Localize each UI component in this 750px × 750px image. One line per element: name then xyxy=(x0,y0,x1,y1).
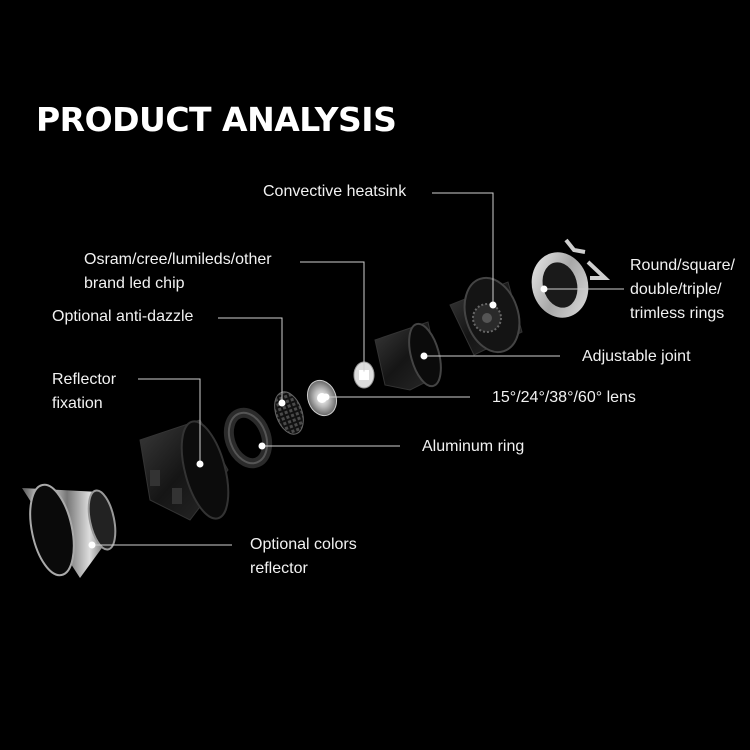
page-title: PRODUCT ANALYSIS xyxy=(36,100,397,139)
dot-antidazzle xyxy=(278,399,286,407)
label-rings-line2: double/triple/ xyxy=(630,281,722,298)
label-heatsink: Convective heatsink xyxy=(263,183,407,200)
trim-ring-part xyxy=(531,238,611,318)
label-rings: Round/square/ double/triple/ trimless ri… xyxy=(630,254,735,326)
heatsink-part xyxy=(449,276,523,356)
leader-heatsink xyxy=(432,192,494,305)
leader-chip xyxy=(300,261,365,375)
label-joint: Adjustable joint xyxy=(582,348,691,365)
dot-joint xyxy=(420,352,428,360)
label-fixation: Reflector fixation xyxy=(52,368,116,416)
dot-lens xyxy=(322,393,330,401)
adjustable-joint-part xyxy=(374,321,442,391)
label-lens: 15°/24°/38°/60° lens xyxy=(492,389,636,406)
label-antidazzle: Optional anti-dazzle xyxy=(52,308,194,325)
aluminum-ring-part xyxy=(223,407,273,469)
label-chip-line2: brand led chip xyxy=(84,275,185,292)
label-reflector-line2: reflector xyxy=(250,560,308,577)
label-reflector-line1: Optional colors xyxy=(250,536,357,553)
label-chip: Osram/cree/lumileds/other brand led chip xyxy=(84,248,272,296)
label-aluminum: Aluminum ring xyxy=(422,438,525,455)
leader-fixation xyxy=(138,378,201,464)
lens-part xyxy=(306,379,338,417)
dot-aluminum xyxy=(258,442,266,450)
dot-chip xyxy=(360,371,368,379)
dot-heatsink xyxy=(489,301,497,309)
reflector-fixation-part xyxy=(139,419,230,521)
label-chip-line1: Osram/cree/lumileds/other xyxy=(84,251,272,268)
leader-antidazzle xyxy=(218,317,283,403)
dot-reflector xyxy=(88,541,96,549)
label-rings-line1: Round/square/ xyxy=(630,257,735,274)
label-fixation-line2: fixation xyxy=(52,395,103,412)
dot-fixation xyxy=(196,460,204,468)
dot-rings xyxy=(540,285,548,293)
anti-dazzle-part xyxy=(274,391,304,435)
label-reflector: Optional colors reflector xyxy=(250,533,357,581)
label-rings-line3: trimless rings xyxy=(630,305,725,322)
label-fixation-line1: Reflector xyxy=(52,371,117,388)
reflector-part xyxy=(22,483,117,578)
